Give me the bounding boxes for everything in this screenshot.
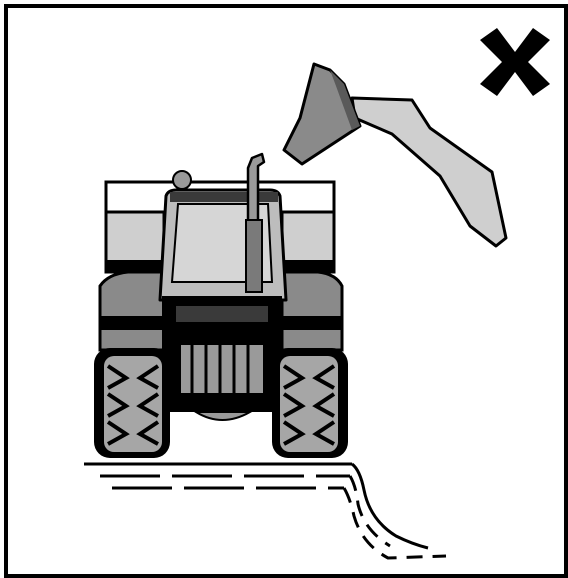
left-front-wheel (94, 348, 170, 458)
exhaust-pipe (246, 154, 264, 292)
loader-arm (352, 98, 506, 246)
tractor-cab (160, 171, 286, 300)
right-front-wheel (272, 348, 348, 458)
x-mark-icon (480, 28, 550, 96)
loader-bucket (284, 64, 360, 164)
ground-edge-lines (84, 464, 446, 558)
